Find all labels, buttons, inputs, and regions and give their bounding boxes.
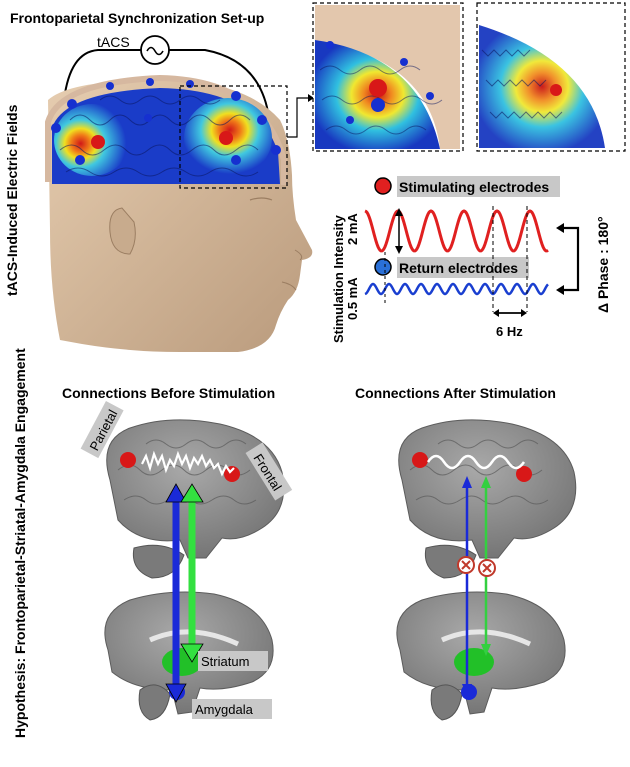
after-frontal-node: [516, 466, 532, 482]
return-electrode-icon: [374, 258, 392, 276]
block-icon-2: [478, 559, 496, 577]
zoom-panel-2: [476, 2, 626, 152]
waveform-ylabel: Stimulation Intensity: [331, 214, 346, 343]
amygdala-tag: [192, 699, 272, 719]
setup-title: Frontoparietal Synchronization Set-up: [10, 10, 264, 26]
tacs-label: tACS: [97, 34, 130, 50]
return-legend: Return electrodes: [374, 257, 529, 278]
scalp-electrodes: [51, 78, 281, 165]
before-blue-arrow: [165, 483, 187, 703]
before-parietal-node: [120, 452, 136, 468]
striatum-label: Striatum: [201, 654, 249, 669]
brain-electric-field: [52, 88, 280, 184]
after-sync-wave: [426, 454, 526, 470]
tacs-lead-left: [63, 49, 141, 101]
stim-legend: Stimulating electrodes: [374, 176, 560, 197]
after-title: Connections After Stimulation: [355, 385, 556, 401]
before-title: Connections Before Stimulation: [62, 385, 275, 401]
tacs-lead-right: [169, 49, 269, 113]
freq-label: 6 Hz: [496, 324, 523, 339]
zoom-arrow: [287, 97, 308, 138]
after-medial-brain: [396, 591, 566, 721]
stim-label: Stimulating electrodes: [399, 179, 549, 195]
return-label: Return electrodes: [399, 260, 518, 276]
stim-electrode-icon: [374, 177, 392, 195]
before-sync-wave: [141, 450, 235, 477]
ear: [109, 207, 136, 255]
side-label-hypothesis: Hypothesis: Frontoparietal-Striatal-Amyg…: [12, 348, 28, 738]
waveform-panel: Stimulation Intensity 2 mA 0.5 mA Stimul…: [331, 176, 611, 343]
tacs-source-icon: [140, 35, 170, 65]
phase-bracket: [558, 226, 580, 292]
return-waveform: [364, 282, 549, 296]
after-parietal-node: [412, 452, 428, 468]
zoom-panel-1: [312, 2, 464, 152]
after-striatum: [454, 648, 494, 676]
after-lateral-brain: [398, 419, 577, 579]
striatum-tag: [198, 651, 268, 671]
stim-waveform: [364, 209, 549, 253]
before-green-arrow: [180, 483, 204, 663]
low-amp-label: 0.5 mA: [345, 277, 360, 320]
side-label-fields: tACS-Induced Electric Fields: [4, 104, 20, 296]
block-icon-1: [457, 556, 475, 574]
after-blue-arrow: [462, 476, 472, 696]
phase-label: Δ Phase : 180°: [595, 216, 611, 313]
amygdala-label: Amygdala: [195, 702, 254, 717]
high-amp-label: 2 mA: [345, 213, 360, 245]
